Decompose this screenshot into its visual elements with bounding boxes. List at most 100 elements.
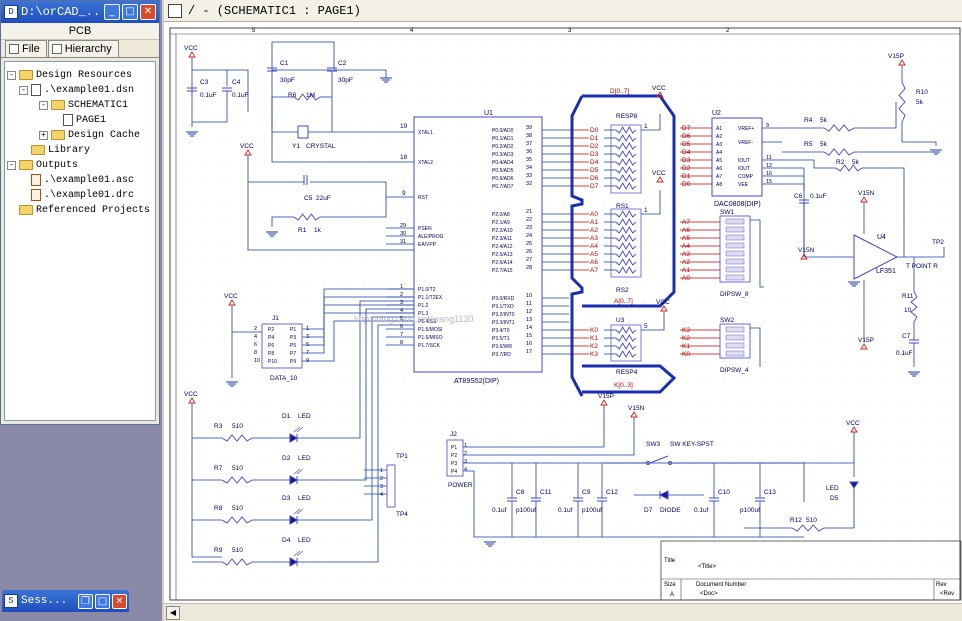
grid-dot — [323, 241, 325, 243]
close-button[interactable]: ✕ — [112, 593, 127, 609]
tab-hierarchy[interactable]: Hierarchy — [47, 40, 119, 57]
sw2-value: DIPSW_4 — [720, 367, 749, 374]
grid-dot — [403, 341, 405, 343]
grid-dot — [903, 361, 905, 363]
grid-dot — [843, 581, 845, 583]
rs2-ref: RS2 — [616, 287, 629, 294]
wire — [320, 197, 387, 218]
scroll-left-icon[interactable]: ◀ — [166, 606, 180, 620]
u1-pin-name: ALE/PROG — [418, 234, 444, 240]
grid-dot — [463, 341, 465, 343]
r4-value: 5k — [820, 117, 828, 124]
collapse-icon[interactable]: - — [7, 160, 16, 170]
grid-dot — [203, 61, 205, 63]
u2-body[interactable] — [711, 117, 763, 197]
maximize-button[interactable]: □ — [95, 593, 110, 609]
wire — [782, 167, 854, 258]
minimize-button[interactable]: _ — [104, 4, 120, 20]
restore-button[interactable]: ❐ — [78, 593, 93, 609]
collapse-icon[interactable]: - — [39, 100, 48, 110]
tree-item-dsn[interactable]: - .\example01.dsn — [19, 83, 134, 97]
grid-dot — [423, 401, 425, 403]
tree-item-referenced-projects[interactable]: Referenced Projects — [19, 203, 150, 217]
resistor — [615, 342, 637, 350]
c1-value: 30pF — [280, 77, 295, 84]
dip-switch-lever — [725, 226, 745, 233]
grid-dot — [363, 401, 365, 403]
u1-body[interactable] — [413, 116, 543, 373]
tree-item-drc[interactable]: .\example01.drc — [31, 188, 134, 202]
collapse-icon[interactable]: - — [7, 70, 16, 80]
grid-dot — [343, 441, 345, 443]
tree-item-label: PAGE1 — [76, 114, 107, 126]
grid-dot — [523, 541, 525, 543]
grid-dot — [763, 361, 765, 363]
close-button[interactable]: ✕ — [140, 4, 156, 20]
grid-dot — [223, 501, 225, 503]
grid-dot — [683, 361, 685, 363]
grid-dot — [383, 401, 385, 403]
grid-dot — [243, 421, 245, 423]
grid-dot — [263, 61, 265, 63]
power-label: VCC — [224, 293, 238, 300]
a-net-label: A1 — [590, 219, 598, 226]
grid-dot — [723, 161, 725, 163]
grid-dot — [683, 381, 685, 383]
grid-dot — [463, 401, 465, 403]
tree-item-outputs[interactable]: - Outputs — [7, 158, 78, 172]
grid-dot — [383, 241, 385, 243]
grid-dot — [763, 501, 765, 503]
u4-opamp[interactable] — [853, 234, 899, 280]
wire — [297, 316, 414, 521]
grid-dot — [403, 581, 405, 583]
grid-dot — [363, 341, 365, 343]
tree-item-library[interactable]: Library — [31, 143, 90, 157]
grid-dot — [303, 421, 305, 423]
grid-dot — [663, 421, 665, 423]
expand-icon[interactable]: + — [39, 130, 48, 140]
u1-pin-name: P3.1/TXD — [492, 304, 514, 310]
u1-pin-num: 16 — [526, 341, 532, 347]
grid-dot — [203, 141, 205, 143]
a-net-label: A6 — [590, 259, 598, 266]
u1-pin-name: P0.5/AD5 — [492, 168, 514, 174]
collapse-icon[interactable]: - — [19, 85, 28, 95]
grid-dot — [803, 141, 805, 143]
sw1-net-label: A6 — [682, 227, 690, 234]
session-minimized-window[interactable]: S Sess... ❐ □ ✕ — [2, 590, 129, 612]
tab-file[interactable]: File — [5, 40, 47, 57]
grid-dot — [943, 461, 945, 463]
grid-dot — [363, 201, 365, 203]
tab-file-label: File — [22, 43, 40, 55]
project-titlebar[interactable]: D D:\orCAD_... _ □ ✕ — [1, 1, 159, 23]
grid-dot — [843, 381, 845, 383]
grid-dot — [523, 181, 525, 183]
y1-ref: Y1 — [292, 143, 300, 150]
tree-item-design-resources[interactable]: - Design Resources — [7, 68, 132, 82]
tree-item-schematic1[interactable]: - SCHEMATIC1 — [39, 98, 128, 112]
grid-dot — [463, 261, 465, 263]
maximize-button[interactable]: □ — [122, 4, 138, 20]
grid-dot — [543, 181, 545, 183]
dip-switch-lever — [725, 274, 745, 281]
grid-dot — [383, 61, 385, 63]
grid-dot — [643, 41, 645, 43]
tree-item-asc[interactable]: .\example01.asc — [31, 173, 134, 187]
tree-item-page1[interactable]: PAGE1 — [63, 113, 106, 127]
tree-item-design-cache[interactable]: + Design Cache — [39, 128, 140, 142]
part-shapes — [186, 51, 942, 567]
grid-dot — [923, 81, 925, 83]
grid-dot — [943, 161, 945, 163]
u1-pin-num: 29 — [400, 223, 406, 229]
horizontal-scrollbar[interactable]: ◀ — [164, 603, 962, 621]
grid-dot — [783, 181, 785, 183]
u1-pin-name: P3.6/WR — [492, 344, 512, 350]
schematic-titlebar[interactable]: / - (SCHEMATIC1 : PAGE1) — [164, 0, 962, 22]
folder-icon — [19, 70, 33, 80]
grid-dot — [843, 241, 845, 243]
grid-dot — [843, 221, 845, 223]
grid-dot — [503, 381, 505, 383]
grid-dot — [463, 441, 465, 443]
grid-dot — [183, 421, 185, 423]
